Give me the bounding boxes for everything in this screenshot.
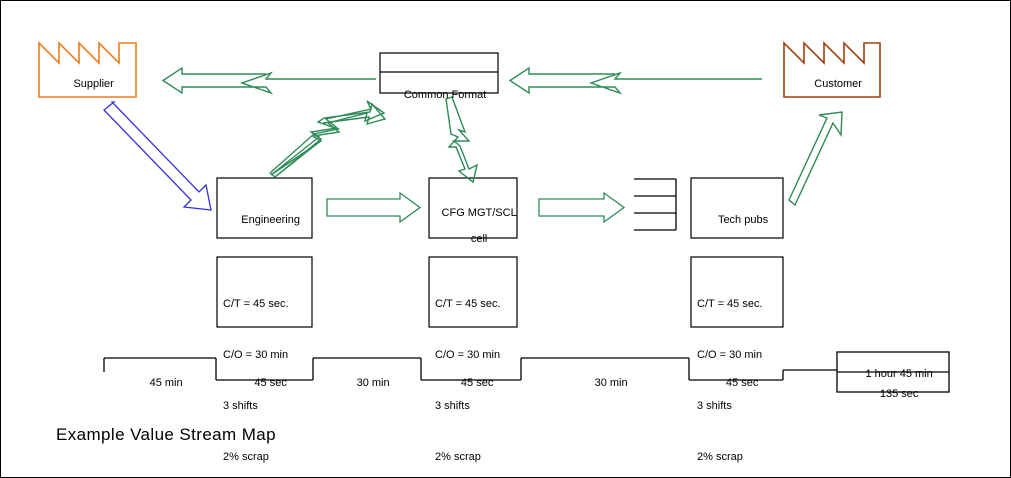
diagram-title: Example Value Stream Map — [56, 425, 276, 444]
data-line: 3 shifts — [697, 400, 732, 412]
arrow-tech-pubs-to-customer[interactable] — [788, 111, 843, 207]
data-line: C/O = 30 min — [435, 349, 501, 361]
data-line: 2% scrap — [223, 451, 269, 463]
data-line: C/T = 45 sec. — [697, 298, 763, 310]
supermarket-buffer-icon[interactable] — [634, 178, 677, 231]
arrow-supplier-to-engineering[interactable] — [103, 101, 212, 211]
arrow-cfg-cell-to-buffer[interactable] — [538, 191, 626, 224]
data-line: 3 shifts — [435, 400, 470, 412]
data-box-engineering[interactable] — [216, 256, 313, 328]
arrow-engineering-to-common-format[interactable] — [269, 102, 387, 178]
process-box-engineering[interactable] — [216, 177, 313, 239]
arrow-engineering-to-common-format-body — [270, 100, 386, 176]
arrow-engineering-to-cfg-cell[interactable] — [326, 191, 422, 224]
data-box-text-tech-pubs: C/T = 45 sec. C/O = 30 min 3 shifts 2% s… — [697, 262, 785, 477]
supplier-factory-icon[interactable] — [38, 41, 137, 98]
data-line: 2% scrap — [697, 451, 743, 463]
data-box-cfg-mgt-scl-cell[interactable] — [428, 256, 518, 328]
arrow-common-format-to-supplier[interactable] — [161, 66, 376, 95]
data-line: C/O = 30 min — [223, 349, 289, 361]
data-box-tech-pubs[interactable] — [690, 256, 784, 328]
timeline-ladder[interactable] — [103, 357, 837, 381]
arrow-common-format-to-cfg-cell[interactable] — [445, 96, 479, 184]
process-box-tech-pubs[interactable] — [690, 177, 784, 239]
data-line: C/T = 45 sec. — [435, 298, 501, 310]
data-line: 2% scrap — [435, 451, 481, 463]
common-format-box[interactable] — [379, 52, 499, 94]
data-box-text-cfg-mgt-scl-cell: C/T = 45 sec. C/O = 30 min 3 shifts 2% s… — [435, 262, 519, 477]
data-line: C/O = 30 min — [697, 349, 763, 361]
customer-factory-icon[interactable] — [783, 41, 881, 98]
data-line: 3 shifts — [223, 400, 258, 412]
data-line: C/T = 45 sec. — [223, 298, 289, 310]
arrow-customer-to-common-format[interactable] — [508, 66, 762, 95]
process-box-cfg-mgt-scl-cell[interactable] — [428, 177, 518, 239]
data-box-text-engineering: C/T = 45 sec. C/O = 30 min 3 shifts 2% s… — [223, 262, 313, 477]
